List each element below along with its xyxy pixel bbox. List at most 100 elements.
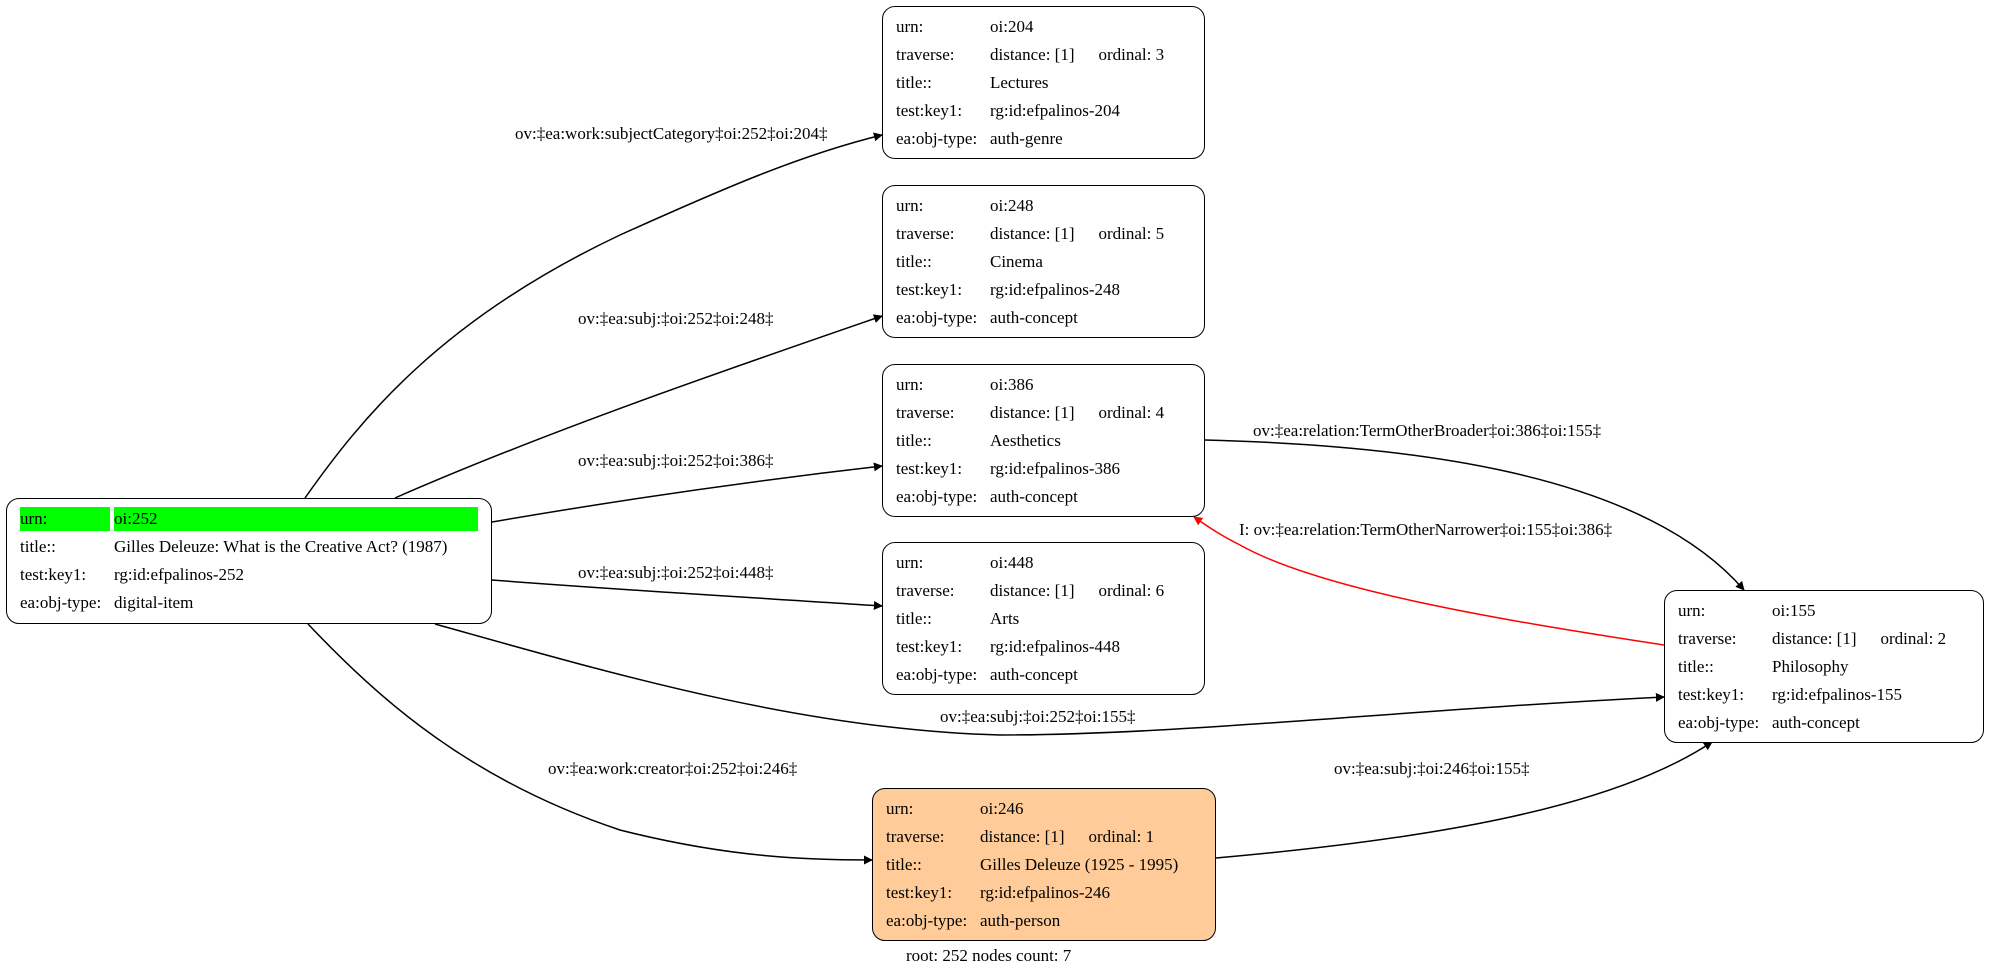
- testkey-value: rg:id:efpalinos-246: [980, 883, 1110, 902]
- type-key: ea:obj-type:: [896, 665, 978, 684]
- title-key: title::: [896, 73, 932, 92]
- type-key: ea:obj-type:: [886, 911, 968, 930]
- type-key: ea:obj-type:: [896, 308, 978, 327]
- urn-value: oi:386: [990, 375, 1034, 394]
- node-386[interactable]: urn:oi:386 traverse:distance: [1]ordinal…: [882, 364, 1205, 517]
- node-155[interactable]: urn: oi:155 traverse: distance: [1] ordinal…: [1664, 590, 1984, 743]
- urn-key: urn:: [1678, 601, 1706, 620]
- testkey-value: rg:id:efpalinos-155: [1772, 685, 1902, 704]
- testkey-value: rg:id:efpalinos-204: [990, 101, 1120, 120]
- edge-label-252-155: ov:‡ea:subj:‡oi:252‡oi:155‡: [940, 707, 1136, 726]
- traverse-key: traverse:: [896, 45, 955, 64]
- ordinal-value: ordinal: 6: [1098, 581, 1165, 600]
- urn-key: urn:: [896, 553, 924, 572]
- urn-key: urn:: [886, 799, 914, 818]
- edge-label-252-246: ov:‡ea:work:creator‡oi:252‡oi:246‡: [548, 759, 798, 778]
- type-key: ea:obj-type:: [896, 129, 978, 148]
- node-246[interactable]: urn: oi:246 traverse: distance: [1] ordinal…: [872, 788, 1216, 941]
- edge-label-252-204: ov:‡ea:work:subjectCategory‡oi:252‡oi:20…: [515, 124, 828, 143]
- urn-value: oi:448: [990, 553, 1034, 572]
- title-value: Arts: [990, 609, 1020, 628]
- testkey-value: rg:id:efpalinos-248: [990, 280, 1120, 299]
- testkey-key: test:key1:: [1678, 685, 1745, 704]
- title-value: Gilles Deleuze (1925 - 1995): [980, 855, 1179, 874]
- testkey-key: test:key1:: [896, 101, 963, 120]
- testkey-key: test:key1:: [896, 459, 963, 478]
- testkey-value: rg:id:efpalinos-252: [114, 565, 244, 584]
- title-key: title::: [896, 609, 932, 628]
- edge-label-246-155: ov:‡ea:subj:‡oi:246‡oi:155‡: [1334, 759, 1530, 778]
- title-key: title::: [20, 537, 56, 556]
- urn-value: oi:204: [990, 17, 1034, 36]
- urn-key: urn:: [896, 17, 924, 36]
- edge-label-252-248: ov:‡ea:subj:‡oi:252‡oi:248‡: [578, 309, 774, 328]
- ordinal-value: ordinal: 1: [1088, 827, 1155, 846]
- edge-252-246: [307, 623, 873, 865]
- ordinal-value: ordinal: 3: [1098, 45, 1165, 64]
- ordinal-value: ordinal: 5: [1098, 224, 1165, 243]
- urn-value: oi:246: [980, 799, 1024, 818]
- title-value: Philosophy: [1772, 657, 1849, 676]
- type-value: auth-concept: [1772, 713, 1860, 732]
- node-248[interactable]: urn: oi:248 traverse: distance: [1] ordinal…: [882, 185, 1205, 338]
- type-key: ea:obj-type:: [896, 487, 978, 506]
- edge-252-204: [304, 132, 883, 499]
- traverse-key: traverse:: [1678, 629, 1737, 648]
- ordinal-value: ordinal: 2: [1880, 629, 1947, 648]
- testkey-key: test:key1:: [886, 883, 953, 902]
- testkey-value: rg:id:efpalinos-448: [990, 637, 1120, 656]
- title-key: title::: [1678, 657, 1714, 676]
- type-key: ea:obj-type:: [1678, 713, 1760, 732]
- title-key: title::: [886, 855, 922, 874]
- title-value: Aesthetics: [990, 431, 1061, 450]
- title-value: Lectures: [990, 73, 1049, 92]
- title-key: title::: [896, 431, 932, 450]
- edge-label-252-386: ov:‡ea:subj:‡oi:252‡oi:386‡: [578, 451, 774, 470]
- testkey-key: test:key1:: [896, 280, 963, 299]
- distance-value: distance: [1]: [980, 827, 1065, 846]
- graph-footer: root: 252 nodes count: 7: [906, 946, 1072, 965]
- urn-value: oi:252: [114, 507, 478, 531]
- testkey-key: test:key1:: [20, 565, 87, 584]
- distance-value: distance: [1]: [990, 403, 1075, 422]
- traverse-key: traverse:: [896, 224, 955, 243]
- distance-value: distance: [1]: [990, 581, 1075, 600]
- edge-246-155: [1215, 741, 1713, 859]
- urn-value: oi:248: [990, 196, 1034, 215]
- edge-386-155: [1204, 439, 1745, 591]
- node-448[interactable]: urn: oi:448 traverse: distance: [1] ordinal…: [882, 542, 1205, 695]
- type-value: auth-person: [980, 911, 1061, 930]
- distance-value: distance: [1]: [1772, 629, 1857, 648]
- title-value: Cinema: [990, 252, 1043, 271]
- title-value: Gilles Deleuze: What is the Creative Act…: [114, 537, 448, 556]
- node-252[interactable]: urn:oi:252 title::Gilles Deleuze: What i…: [6, 498, 492, 624]
- ordinal-value: ordinal: 4: [1098, 403, 1165, 422]
- node-204[interactable]: urn: oi:204 traverse: distance: [1] ordinal…: [882, 6, 1205, 159]
- distance-value: distance: [1]: [990, 45, 1075, 64]
- edge-252-248: [394, 314, 883, 499]
- edge-label-386-155: ov:‡ea:relation:TermOtherBroader‡oi:386‡…: [1253, 421, 1602, 440]
- edge-252-386: [491, 462, 883, 523]
- edge-252-155: [434, 623, 1665, 736]
- type-value: auth-concept: [990, 487, 1078, 506]
- urn-key: urn:: [896, 196, 924, 215]
- urn-key: urn:: [20, 507, 110, 531]
- type-key: ea:obj-type:: [20, 593, 102, 612]
- testkey-value: rg:id:efpalinos-386: [990, 459, 1120, 478]
- urn-value: oi:155: [1772, 601, 1816, 620]
- edge-252-448: [491, 579, 883, 610]
- type-value: auth-concept: [990, 308, 1078, 327]
- type-value: auth-genre: [990, 129, 1063, 148]
- traverse-key: traverse:: [886, 827, 945, 846]
- edge-label-252-448: ov:‡ea:subj:‡oi:252‡oi:448‡: [578, 563, 774, 582]
- edge-155-386: [1193, 516, 1665, 646]
- title-key: title::: [896, 252, 932, 271]
- edge-label-155-386: I: ov:‡ea:relation:TermOtherNarrower‡oi:…: [1239, 520, 1613, 539]
- type-value: digital-item: [114, 593, 194, 612]
- distance-value: distance: [1]: [990, 224, 1075, 243]
- urn-key: urn:: [896, 375, 924, 394]
- testkey-key: test:key1:: [896, 637, 963, 656]
- traverse-key: traverse:: [896, 581, 955, 600]
- type-value: auth-concept: [990, 665, 1078, 684]
